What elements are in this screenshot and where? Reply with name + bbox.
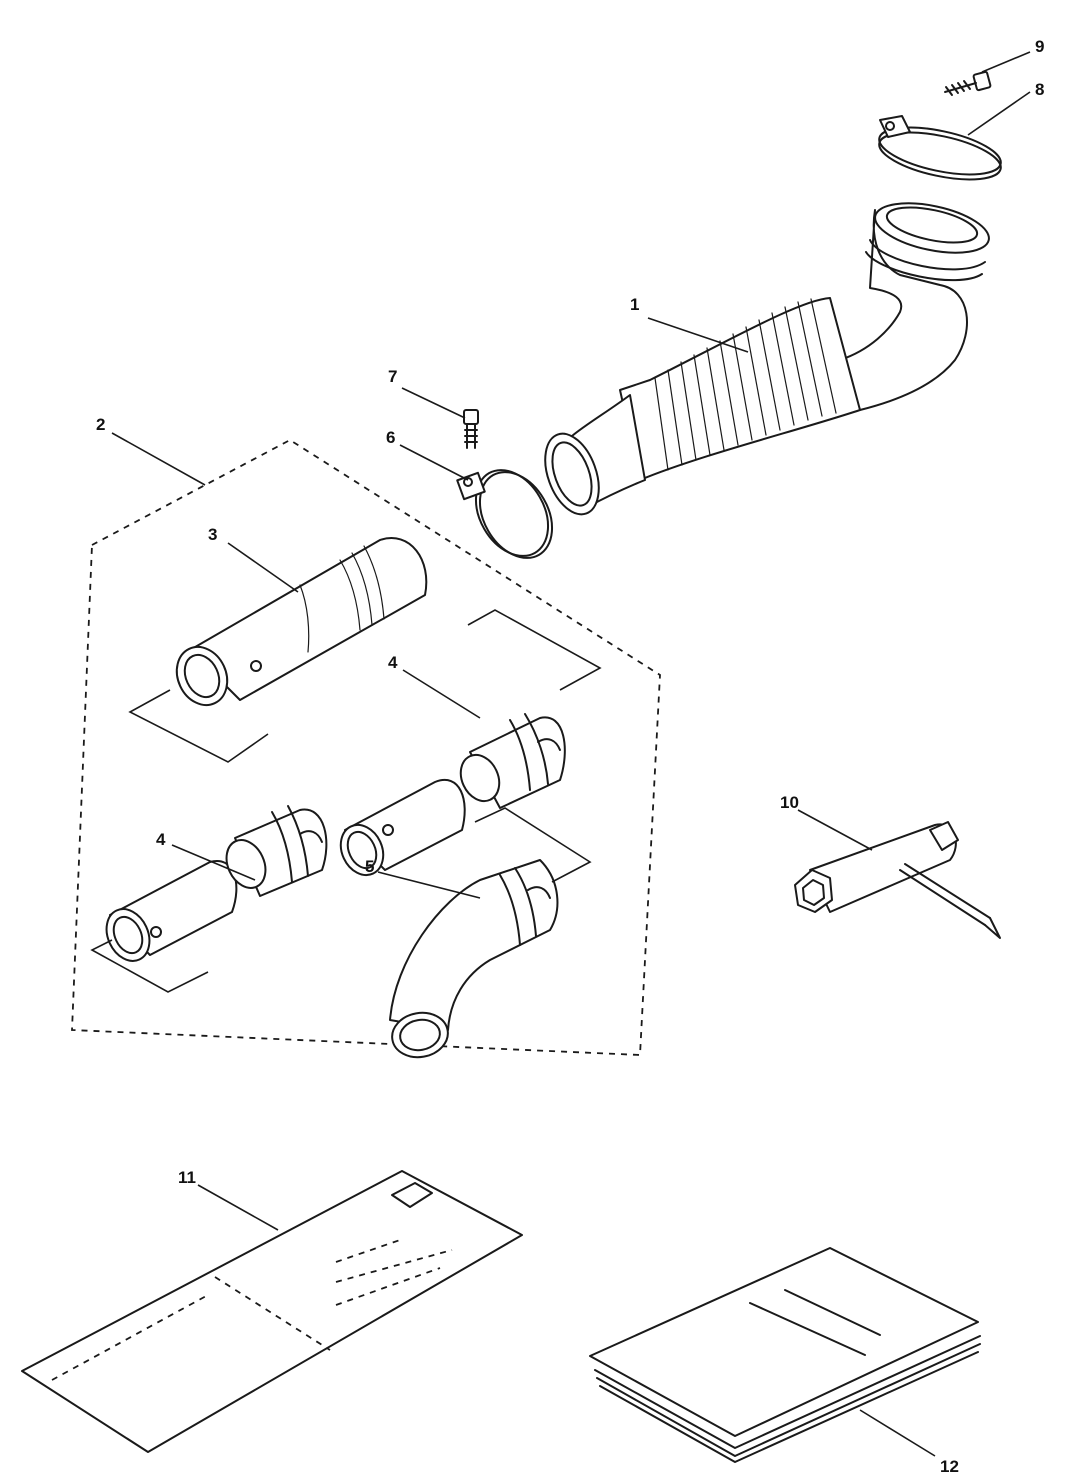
callout-8: 8	[1035, 80, 1044, 99]
part-7-bolt	[463, 409, 479, 449]
callout-1: 1	[630, 295, 639, 314]
callout-11: 11	[178, 1168, 196, 1187]
part-10-t-wrench	[794, 821, 1001, 939]
part-5-curved-nozzle	[389, 859, 559, 1059]
part-8-clamp-band	[878, 115, 1002, 181]
leader-lines	[111, 51, 1031, 1457]
callout-4-lower: 4	[156, 830, 166, 849]
kit-dashed-outline	[71, 438, 661, 1056]
callout-labels: 1 2 3 4 4 5 6 7 8 9 10 11 12	[96, 37, 1044, 1476]
part-12-booklet	[589, 1247, 981, 1463]
part-11-card	[21, 1170, 523, 1453]
part-4-lower-pipe	[105, 805, 328, 962]
part-5-frame	[474, 807, 592, 883]
callout-2: 2	[96, 415, 105, 434]
callout-4-upper: 4	[388, 653, 398, 672]
part-4-lower-frame	[90, 939, 209, 993]
callout-9: 9	[1035, 37, 1044, 56]
callout-12: 12	[940, 1457, 959, 1476]
callout-3: 3	[208, 525, 217, 544]
callout-5: 5	[365, 857, 374, 876]
part-6-hose-clamp	[456, 469, 554, 559]
part-9-screw	[944, 70, 992, 96]
part-4-upper-pipe	[339, 713, 566, 877]
part-3-pipe	[175, 537, 428, 707]
part-3-frame	[128, 689, 269, 763]
callout-6: 6	[386, 428, 395, 447]
callout-10: 10	[780, 793, 799, 812]
part-1-flex-hose	[544, 202, 990, 516]
callout-7: 7	[388, 367, 397, 386]
part-4-upper-frame	[467, 609, 602, 691]
